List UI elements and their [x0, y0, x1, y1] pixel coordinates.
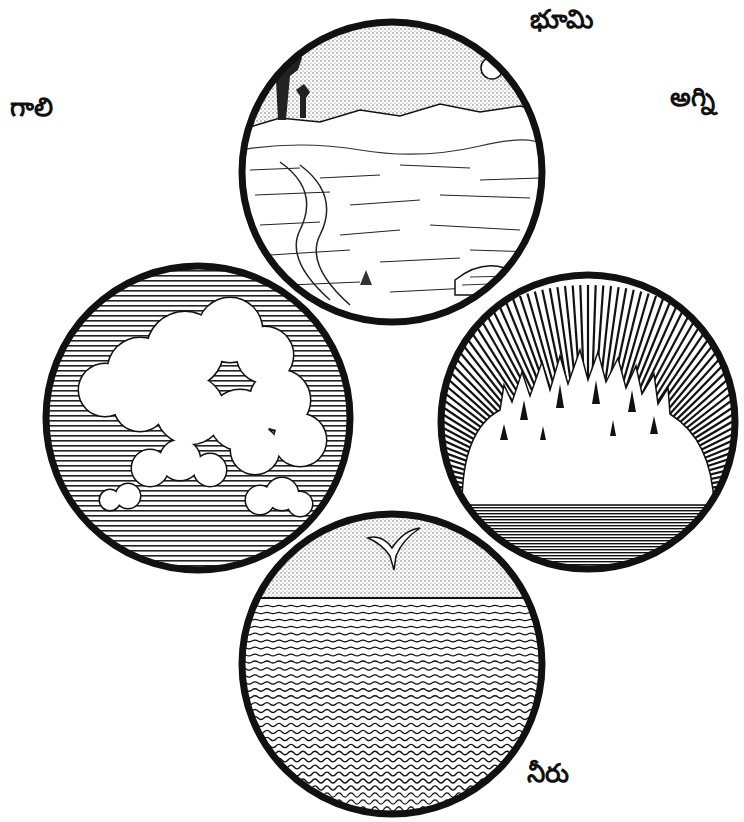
water-wave [240, 786, 552, 790]
water-wave [240, 619, 552, 620]
element-label: భూమి [528, 4, 596, 35]
element-circle: గాలి [46, 266, 350, 570]
circle-outline [46, 266, 350, 570]
air-scene [40, 260, 360, 580]
water-wave [240, 723, 552, 726]
water-wave [240, 779, 552, 783]
water-scene [240, 512, 552, 818]
water-wave [240, 730, 552, 733]
water-wave [240, 654, 552, 656]
circle-outline [242, 514, 542, 814]
water-wave [240, 710, 552, 713]
water-wave [240, 744, 552, 747]
element-label: అగ్ని [668, 82, 717, 113]
water-wave [240, 793, 552, 797]
water-wave [240, 696, 552, 699]
water-wave [240, 682, 552, 684]
water-wave [240, 737, 552, 740]
circle-outline [242, 22, 542, 322]
element-circle: భూమి [242, 22, 542, 322]
water-wave [240, 751, 552, 755]
water-wave [240, 640, 552, 642]
circle-border [46, 266, 350, 570]
water-wave [240, 626, 552, 627]
water-wave [240, 689, 552, 692]
water-wave [240, 800, 552, 804]
circle-border [242, 22, 542, 322]
water-wave [240, 605, 552, 606]
water-wave [240, 633, 552, 635]
water-wave [240, 661, 552, 663]
element-circle: అగ్ని [441, 275, 735, 569]
water-wave [240, 668, 552, 670]
water-wave [240, 647, 552, 649]
circle-outline [441, 275, 735, 569]
element-label: నీరు [525, 758, 571, 789]
water-wave [240, 612, 552, 613]
element-circle: నీరు [242, 514, 542, 814]
circle-border [242, 514, 542, 814]
water-wave [240, 717, 552, 720]
water-wave [240, 703, 552, 706]
element-label: గాలి [8, 92, 55, 123]
earth-scene [240, 20, 545, 325]
water-wave [240, 675, 552, 677]
circle-border [441, 275, 735, 569]
